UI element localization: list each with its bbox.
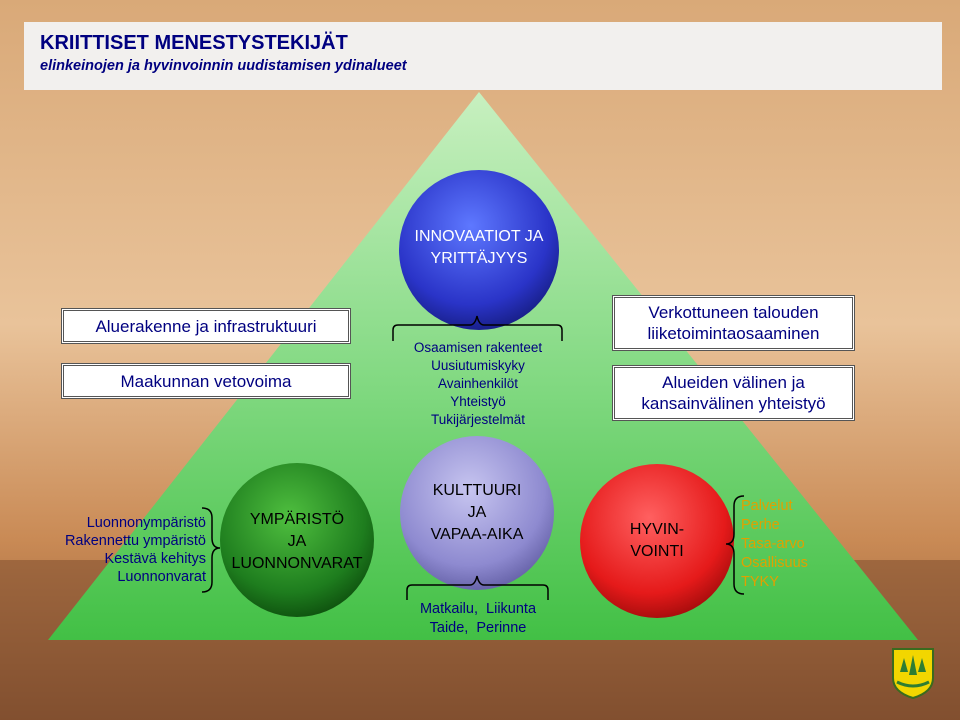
culture-label: KULTTUURI JA VAPAA-AIKA: [430, 482, 524, 543]
wellbeing-items: Palvelut Perhe Tasa-arvo Osallisuus TYKY: [741, 498, 808, 590]
environment-items: Luonnonympäristö Rakennettu ympäristö Ke…: [64, 515, 206, 585]
culture-circle: [400, 436, 554, 590]
culture-items: Matkailu, Liikunta Taide, Perinne: [419, 601, 537, 636]
brace-wellbeing: [725, 495, 745, 595]
innovation-circle: [399, 170, 559, 330]
brace-culture: [406, 575, 549, 600]
innovation-items: Osaamisen rakenteet Uusiutumiskyky Avain…: [413, 340, 543, 427]
box-verkottuneen: Verkottuneen talouden liiketoimintaosaam…: [612, 295, 855, 351]
title-panel: KRIITTISET MENESTYSTEKIJÄT elinkeinojen …: [24, 22, 942, 90]
page-subtitle: elinkeinojen ja hyvinvoinnin uudistamise…: [40, 58, 407, 74]
brace-innovation: [392, 315, 563, 341]
coat-of-arms-icon: [892, 648, 934, 700]
brace-environment: [201, 507, 221, 593]
innovation-label: INNOVAATIOT JA YRITTÄJYYS: [414, 228, 544, 267]
wellbeing-label: HYVIN- VOINTI: [629, 521, 685, 560]
environment-label: YMPÄRISTÖ JA LUONNONVARAT: [231, 511, 363, 572]
box-aluerakenne: Aluerakenne ja infrastruktuuri: [61, 308, 351, 344]
environment-circle: [220, 463, 374, 617]
page-title: KRIITTISET MENESTYSTEKIJÄT: [40, 32, 348, 54]
wellbeing-circle: [580, 464, 734, 618]
box-vetovoima: Maakunnan vetovoima: [61, 363, 351, 399]
box-alueiden: Alueiden välinen ja kansainvälinen yhtei…: [612, 365, 855, 421]
